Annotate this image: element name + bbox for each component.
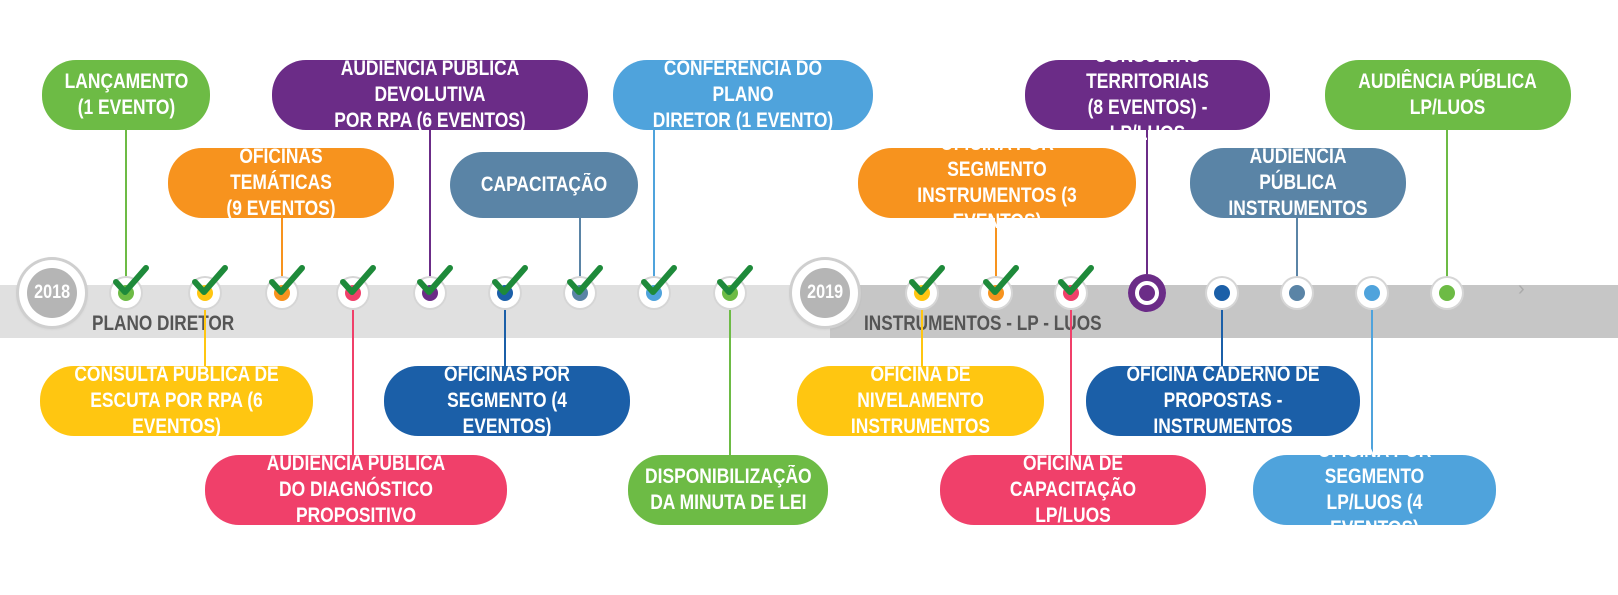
connector-line [125,130,127,293]
event-label-box: OFICINAS POR SEGMENTO (4 EVENTOS) [384,363,630,438]
checkmark-icon [983,265,1019,295]
completed-event-node [490,265,528,308]
connector-line [204,293,206,366]
event-label-text: CAPACITAÇÃO [480,173,608,196]
phase-label-plano-diretor: PLANO DIRETOR [92,312,235,335]
completed-event-node [715,265,753,308]
event-label-box: OFICINAS TEMÁTICAS (9 EVENTOS) [168,145,394,220]
connector-line [429,130,431,293]
event-label-text: CONFERÊNCIA DO PLANO DIRETOR (1 EVENTO) [652,57,834,132]
event-label-box: OFICINA POR SEGMENTO LP/LUOS (4 EVENTOS) [1253,439,1496,540]
connector-line [281,218,283,293]
year-marker-2019: 2019 [792,260,858,326]
event-label-box: AUDIÊNCIA PÚBLICA LP/LUOS [1325,60,1571,130]
connector-line [579,218,581,293]
event-label-text: OFICINA DE NIVELAMENTO INSTRUMENTOS [850,363,991,438]
upcoming-event-node [1432,278,1462,308]
connector-line [921,293,923,366]
upcoming-event-node [1207,278,1237,308]
event-label-text: DISPONIBILIZAÇÃO DA MINUTA DE LEI [644,465,812,514]
current-event-node [1128,274,1166,312]
connector-line [729,293,731,455]
event-label-text: CONSULTA PÚBLICA DE ESCUTA POR RPA (6 EV… [74,363,279,438]
event-label-box: AUDIÊNCIA PÚBLICA INSTRUMENTOS [1190,145,1406,220]
checkmark-icon [417,265,453,295]
event-label-box: OFICINA POR SEGMENTO INSTRUMENTOS (3 EVE… [858,132,1136,233]
completed-event-node [981,265,1019,308]
timeline-arrow-icon: › [1518,278,1525,300]
year-label: 2018 [34,282,70,303]
event-label-text: CONSULTAS TERRITORIAIS (8 EVENTOS) - LP/… [1086,44,1209,145]
event-label-text: AUDIÊNCIA PÚBLICA INSTRUMENTOS [1228,145,1368,220]
connector-line [1221,293,1223,366]
connector-line [653,130,655,293]
completed-event-node [111,265,149,308]
completed-event-node [338,265,376,308]
event-label-box: AUDIÊNCIA PÚBLICA DEVOLUTIVA POR RPA (6 … [272,57,588,132]
connector-line [504,293,506,366]
event-label-text: OFICINA POR SEGMENTO LP/LUOS (4 EVENTOS) [1317,439,1432,540]
checkmark-icon [909,265,945,295]
upcoming-event-node [1282,278,1312,308]
connector-line [1146,130,1148,293]
connector-line [1371,293,1373,455]
event-label-box: OFICINA DE NIVELAMENTO INSTRUMENTOS [797,363,1044,438]
checkmark-icon [192,265,228,295]
year-marker-2018: 2018 [19,260,85,326]
event-label-text: OFICINAS POR SEGMENTO (4 EVENTOS) [444,363,570,438]
event-label-text: OFICINA CADERNO DE PROPOSTAS - INSTRUMEN… [1126,363,1320,438]
checkmark-icon [113,265,149,295]
completed-event-node [565,265,603,308]
completed-event-node [415,265,453,308]
connector-line [352,293,354,455]
event-label-box: OFICINA DE CAPACITAÇÃO LP/LUOS [940,452,1206,527]
event-label-text: OFICINA DE CAPACITAÇÃO LP/LUOS [1009,452,1137,527]
connector-line [1296,218,1298,293]
event-label-box: AUDIÊNCIA PÚBLICA DO DIAGNÓSTICO PROPOSI… [205,452,507,527]
completed-event-node [267,265,305,308]
checkmark-icon [492,265,528,295]
checkmark-icon [269,265,305,295]
event-label-text: OFICINAS TEMÁTICAS (9 EVENTOS) [226,145,336,220]
checkmark-icon [567,265,603,295]
checkmark-icon [1058,265,1094,295]
event-label-box: CONSULTAS TERRITORIAIS (8 EVENTOS) - LP/… [1025,44,1270,145]
connector-line [1446,130,1448,293]
event-label-box: CAPACITAÇÃO [450,152,638,218]
event-label-text: AUDIÊNCIA PÚBLICA DO DIAGNÓSTICO PROPOSI… [266,452,446,527]
event-label-text: AUDIÊNCIA PÚBLICA LP/LUOS [1358,70,1538,119]
event-label-box: OFICINA CADERNO DE PROPOSTAS - INSTRUMEN… [1086,363,1360,438]
completed-event-node [190,265,228,308]
connector-line [995,218,997,293]
event-label-text: AUDIÊNCIA PÚBLICA DEVOLUTIVA POR RPA (6 … [334,57,526,132]
completed-event-node [1056,265,1094,308]
completed-event-node [907,265,945,308]
upcoming-event-node [1357,278,1387,308]
completed-event-node [639,265,677,308]
checkmark-icon [340,265,376,295]
event-label-box: CONFERÊNCIA DO PLANO DIRETOR (1 EVENTO) [613,57,873,132]
checkmark-icon [641,265,677,295]
event-label-text: LANÇAMENTO (1 EVENTO) [64,70,188,119]
event-label-box: DISPONIBILIZAÇÃO DA MINUTA DE LEI [628,455,828,525]
checkmark-icon [717,265,753,295]
event-label-text: OFICINA POR SEGMENTO INSTRUMENTOS (3 EVE… [917,132,1077,233]
phase-label-instrumentos: INSTRUMENTOS - LP - LUOS [864,312,1102,335]
event-label-box: LANÇAMENTO (1 EVENTO) [42,60,210,130]
year-label: 2019 [807,282,843,303]
connector-line [1070,293,1072,455]
event-label-box: CONSULTA PÚBLICA DE ESCUTA POR RPA (6 EV… [40,363,313,438]
